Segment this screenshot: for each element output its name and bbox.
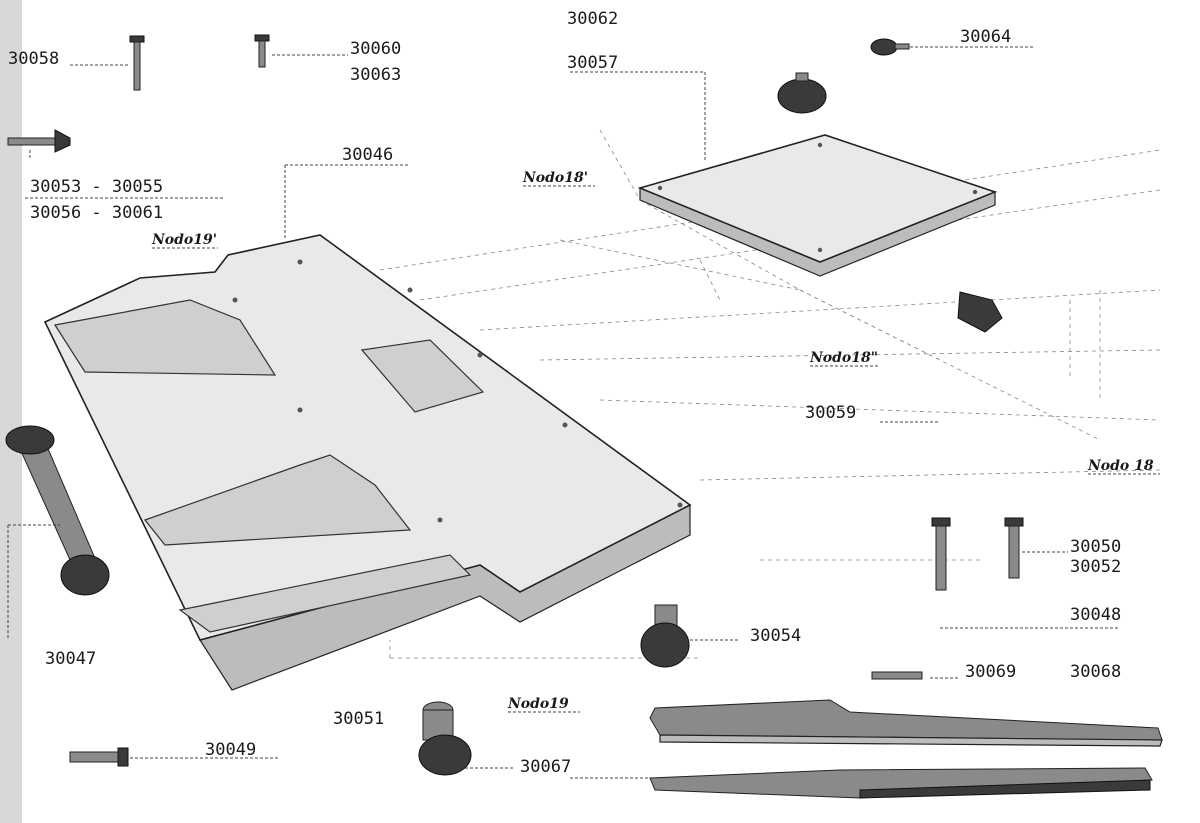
label-30047: 30047 [45, 649, 96, 669]
bolt-30048 [931, 517, 951, 591]
pin-30053-30061 [7, 129, 71, 153]
screw-30060 [254, 34, 270, 68]
part-number-labels: 30058 30060 30063 30062 30057 30064 3005… [8, 9, 1121, 777]
label-30069: 30069 [965, 662, 1016, 682]
label-30054: 30054 [750, 626, 801, 646]
scan-edge [0, 0, 22, 823]
label-nodo19: Nodo19 [507, 696, 569, 712]
spring-30069 [871, 671, 923, 680]
rail-30068 [649, 699, 1163, 799]
label-30050: 30050 [1070, 537, 1121, 557]
label-30057: 30057 [567, 53, 618, 73]
node-labels: Nodo18' Nodo19' Nodo18" Nodo 18 Nodo19 [151, 170, 1160, 713]
label-30067: 30067 [520, 757, 571, 777]
leader-lines [7, 46, 1120, 779]
knob-30064 [870, 38, 910, 56]
label-30058: 30058 [8, 49, 59, 69]
label-30068: 30068 [1070, 662, 1121, 682]
bolt-30049 [69, 747, 129, 767]
label-30060: 30060 [350, 39, 401, 59]
label-nodo18-dprime: Nodo18" [809, 350, 878, 366]
floor-plate-30046 [43, 234, 692, 691]
knob-30062 [777, 72, 827, 114]
label-30056-30061: 30056 - 30061 [30, 203, 163, 223]
label-30049: 30049 [205, 740, 256, 760]
label-30053-30055: 30053 - 30055 [30, 177, 163, 197]
bolt-30058 [129, 35, 145, 91]
label-30063: 30063 [350, 65, 401, 85]
label-nodo18: Nodo 18 [1087, 458, 1154, 474]
label-30046: 30046 [342, 145, 393, 165]
fitting-30051 [418, 701, 472, 776]
label-nodo19-prime: Nodo19' [151, 232, 217, 248]
bolt-30050 [1004, 517, 1024, 579]
label-30052: 30052 [1070, 557, 1121, 577]
label-30064: 30064 [960, 27, 1011, 47]
label-30048: 30048 [1070, 605, 1121, 625]
column-30047 [5, 425, 110, 596]
label-30062: 30062 [567, 9, 618, 29]
label-30051: 30051 [333, 709, 384, 729]
bracket-30059 [957, 291, 1003, 333]
square-plate-30057 [637, 134, 998, 277]
label-nodo18-prime: Nodo18' [522, 170, 588, 186]
label-30059: 30059 [805, 403, 856, 423]
clamp-30054 [640, 604, 690, 668]
